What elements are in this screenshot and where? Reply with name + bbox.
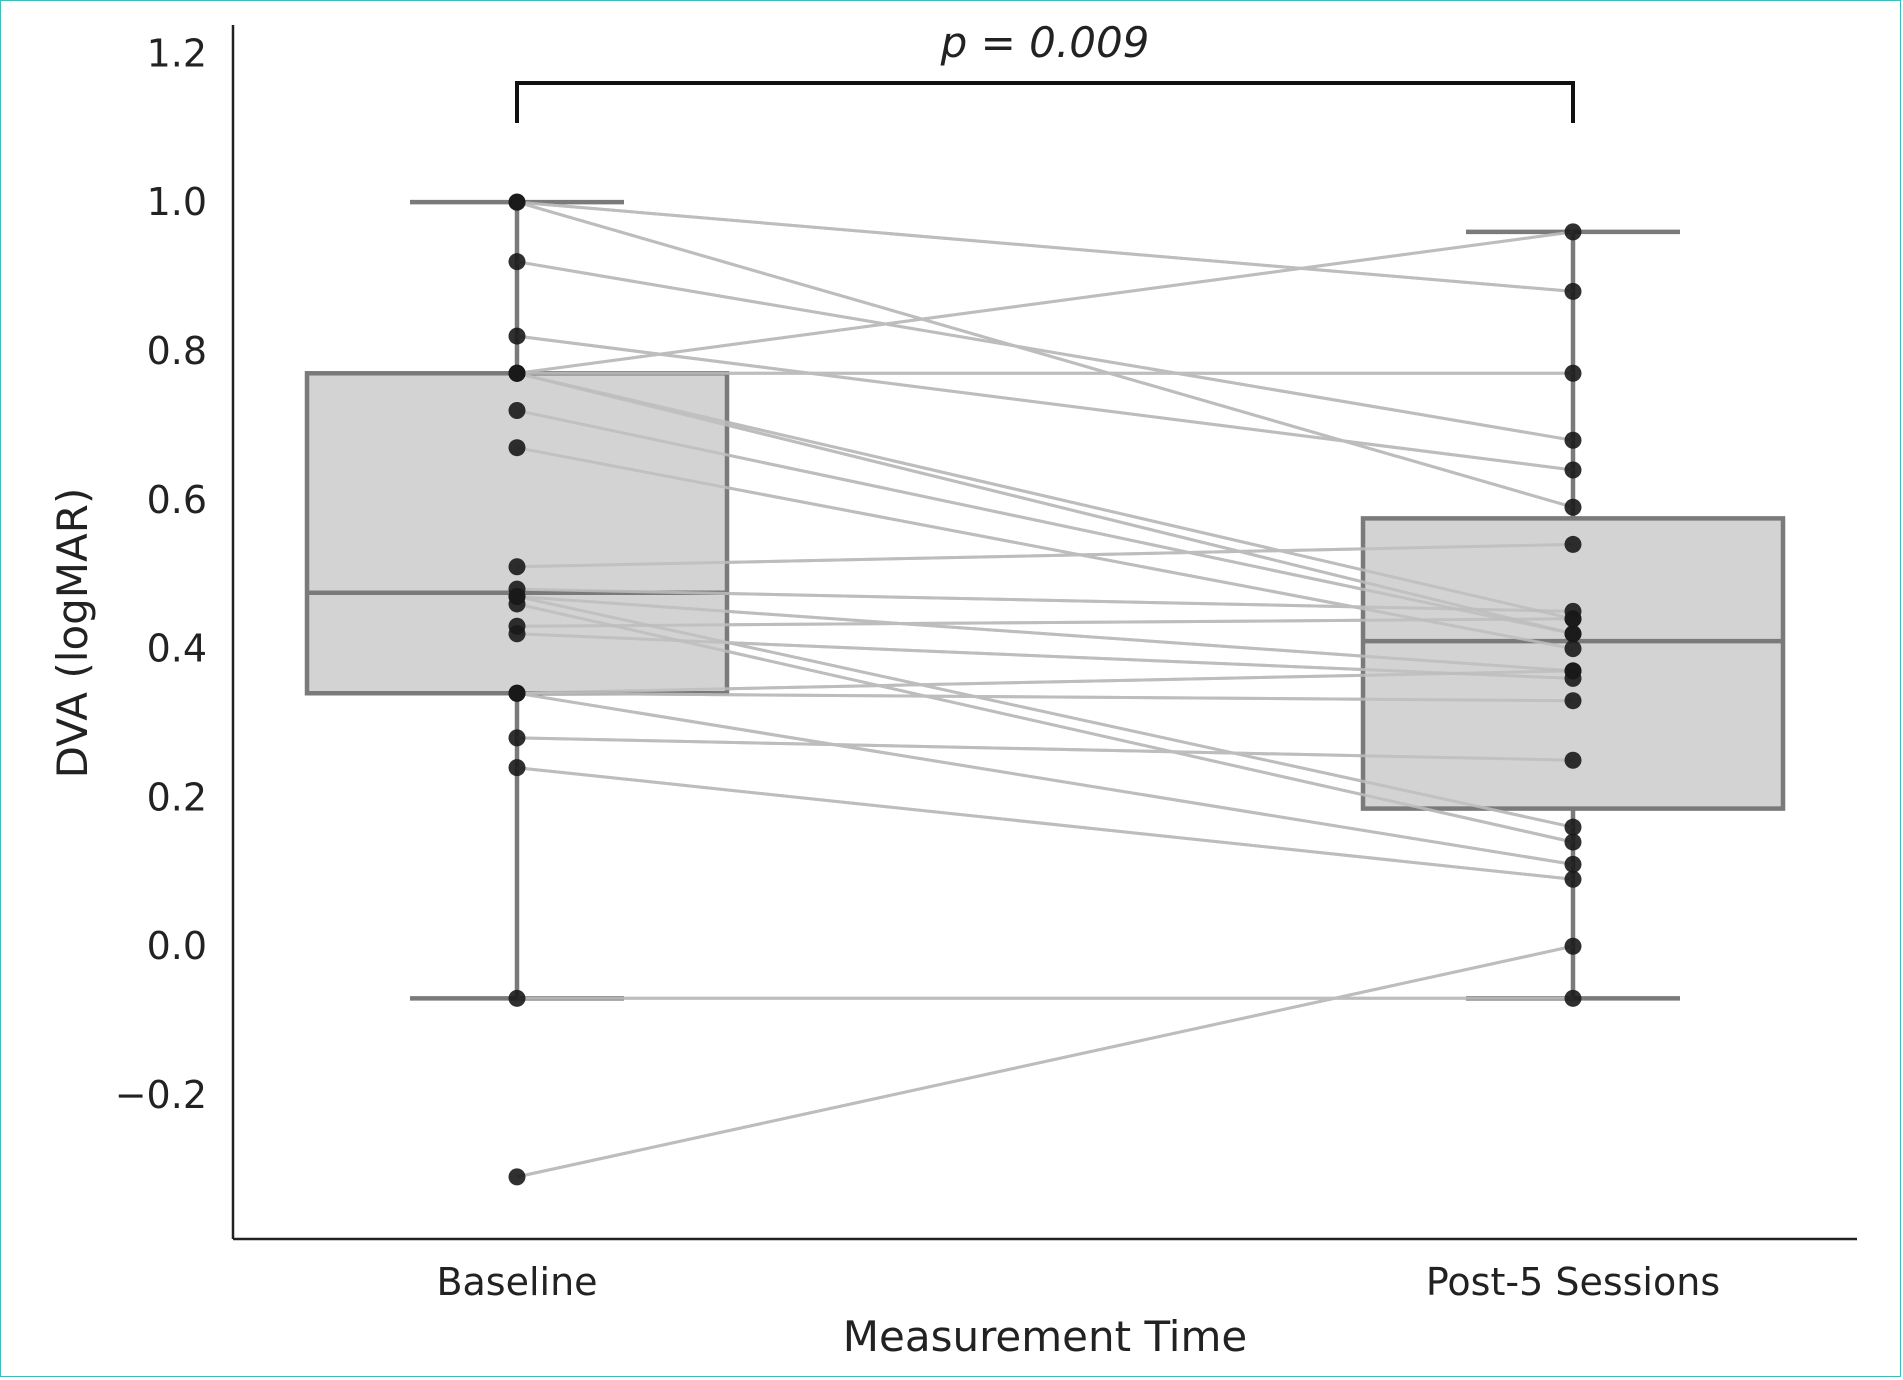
post-point-22 [1564,870,1582,888]
baseline-box [304,371,730,696]
baseline-point-15 [508,595,526,613]
pair-line-overlay-11 [516,542,1574,569]
pair-line-overlay-24 [516,944,1574,1179]
y-tick-label: −0.2 [115,1073,207,1117]
pair-line-overlay-2 [516,200,1574,509]
y-axis-title: DVA (logMAR) [48,488,97,779]
pair-line-overlay-7 [516,371,1574,621]
pair-line-overlay-22 [516,766,1574,881]
baseline-point-23 [508,989,526,1007]
post-point-1 [1564,282,1582,300]
boxes-layer [304,199,1786,1179]
pair-line-overlay-16 [516,617,1574,628]
y-tick-label: 0.6 [147,478,207,522]
post-point-2 [1564,498,1582,516]
y-tick-label: 0.0 [147,924,207,968]
post-point-14 [1564,818,1582,836]
post-point-10 [1564,640,1582,658]
post-point-5 [1564,223,1582,241]
pair-line-overlay-1 [516,200,1574,293]
post-point-18 [1564,662,1582,680]
post-point-21 [1564,751,1582,769]
post-point-11 [1564,535,1582,553]
points-layer [508,193,1582,1186]
p-value-annotation: p = 0.009 [940,18,1150,67]
pair-line-overlay-19 [516,691,1574,703]
post-point-9 [1564,625,1582,643]
post-point-24 [1564,937,1582,955]
significance-bracket [515,81,1575,123]
y-tick-label: 0.8 [147,329,207,373]
pair-line-overlay-10 [516,446,1574,651]
post-point-6 [1564,364,1582,382]
post-point-20 [1564,855,1582,873]
pair-line-overlay-18 [516,669,1574,695]
post-point-15 [1564,833,1582,851]
y-tick-label: 0.2 [147,775,207,819]
pair-line-overlay-5 [516,230,1574,375]
pair-line-overlay-21 [516,736,1574,762]
pair-line-overlay-12 [516,587,1574,613]
pair-line-overlay-15 [516,602,1574,844]
x-tick-label: Baseline [436,1260,597,1304]
post-point-23 [1564,989,1582,1007]
y-tick-label: 0.4 [147,627,207,671]
baseline-point-24 [508,1168,526,1186]
baseline-point-10 [508,439,526,457]
pair-line-overlay-9 [516,409,1574,636]
y-tick-label: 1.2 [147,31,207,75]
post-point-4 [1564,461,1582,479]
pair-line-overlay-13 [516,595,1574,673]
pair-line-overlay-14 [516,595,1574,829]
post-point-16 [1564,610,1582,628]
x-axis-title: Measurement Time [843,1312,1247,1361]
baseline-point-3 [508,253,526,271]
baseline-point-21 [508,729,526,747]
pair-line-overlay-4 [516,334,1574,472]
baseline-point-20 [508,684,526,702]
baseline-point-4 [508,327,526,345]
baseline-point-2 [508,193,526,211]
baseline-point-9 [508,401,526,419]
baseline-point-17 [508,625,526,643]
baseline-point-11 [508,558,526,576]
x-tick-label: Post-5 Sessions [1426,1260,1720,1304]
post-point-19 [1564,692,1582,710]
baseline-point-22 [508,759,526,777]
pair-line-overlay-17 [516,632,1574,680]
pair-line-overlay-8 [516,371,1574,636]
pair-line-overlay-3 [516,260,1574,442]
y-tick-label: 1.0 [147,180,207,224]
post-point-3 [1564,431,1582,449]
pair-line-overlay-20 [516,691,1574,866]
annotation-layer: p = 0.009 [515,18,1575,123]
baseline-point-8 [508,364,526,382]
